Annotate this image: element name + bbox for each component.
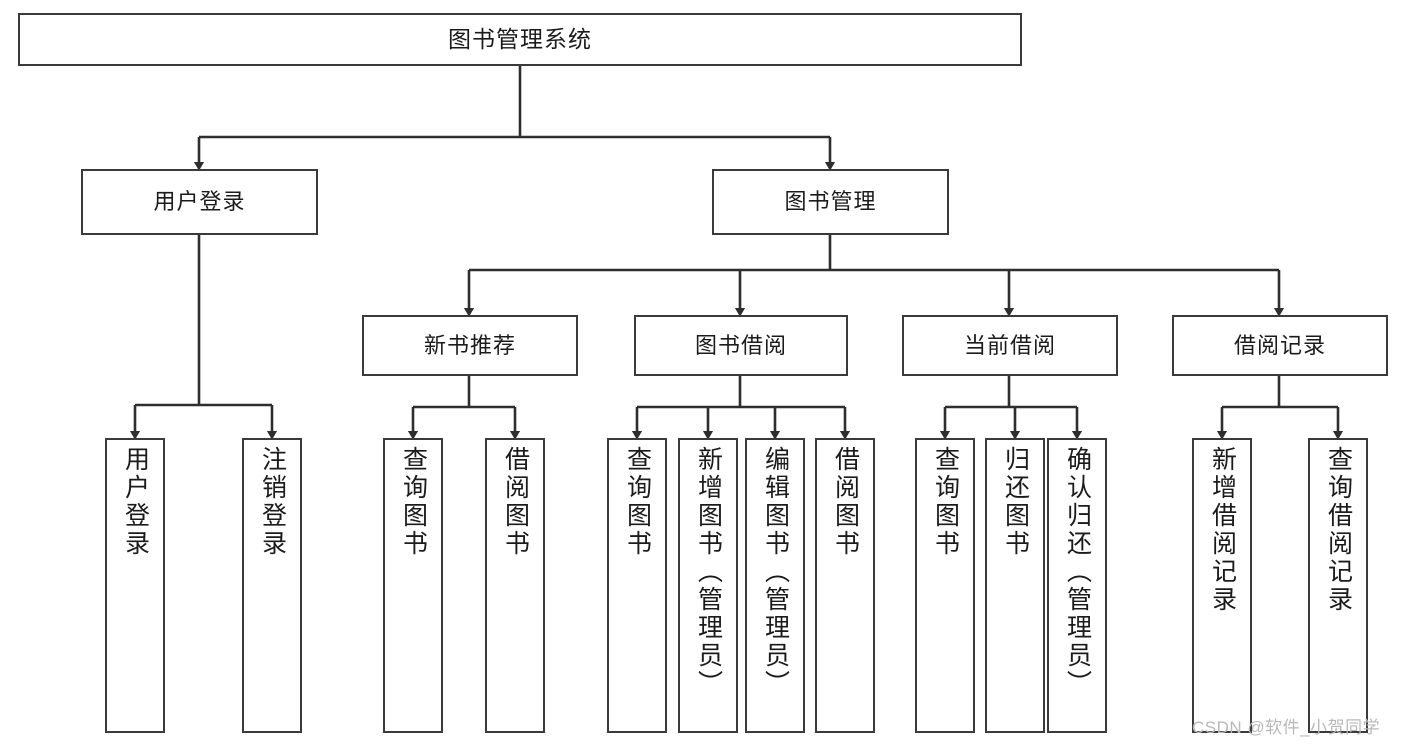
node-current-borrow-label: 当前借阅: [963, 332, 1056, 358]
node-book-management[interactable]: 图书管理: [712, 169, 949, 235]
edge-group-book-borrow: [631, 376, 851, 440]
node-new-book-recommend-label: 新书推荐: [423, 332, 516, 358]
edge-group-current-borrow: [939, 376, 1083, 440]
edge-group-root: [193, 66, 836, 171]
node-leaf-logout-label: 注销登录: [258, 446, 287, 558]
node-leaf-query-borrow-record-label: 查询借阅记录: [1324, 446, 1353, 614]
node-leaf-confirm-return-admin[interactable]: 确认归还（管理员）: [1047, 438, 1107, 733]
node-leaf-user-login[interactable]: 用户登录: [105, 438, 165, 733]
edge-group-borrow-record: [1216, 376, 1344, 440]
node-leaf-query-book-borrow-label: 查询图书: [623, 446, 652, 558]
node-book-borrow-label: 图书借阅: [694, 332, 787, 358]
node-leaf-add-borrow-record[interactable]: 新增借阅记录: [1192, 438, 1252, 733]
node-leaf-borrow-book-recommend[interactable]: 借阅图书: [485, 438, 545, 733]
node-user-login[interactable]: 用户登录: [81, 169, 318, 235]
node-leaf-confirm-return-admin-label: 确认归还（管理员）: [1063, 446, 1092, 698]
node-leaf-return-book-label: 归还图书: [1001, 446, 1030, 558]
node-current-borrow[interactable]: 当前借阅: [902, 315, 1118, 376]
node-leaf-query-book-recommend-label: 查询图书: [399, 446, 428, 558]
watermark: CSDN @软件_小贺同学: [1192, 718, 1381, 737]
node-leaf-edit-book-admin-label: 编辑图书（管理员）: [761, 446, 790, 698]
node-leaf-add-borrow-record-label: 新增借阅记录: [1208, 446, 1237, 614]
node-user-login-label: 用户登录: [153, 189, 246, 215]
node-borrow-record[interactable]: 借阅记录: [1172, 315, 1388, 376]
node-borrow-record-label: 借阅记录: [1233, 332, 1326, 358]
node-leaf-query-borrow-record[interactable]: 查询借阅记录: [1308, 438, 1368, 733]
node-leaf-borrow-book-recommend-label: 借阅图书: [501, 446, 530, 558]
edge-group-user-login: [129, 235, 278, 440]
node-leaf-query-book-current-label: 查询图书: [931, 446, 960, 558]
node-leaf-add-book-admin-label: 新增图书（管理员）: [694, 446, 723, 698]
edge-group-new-book: [407, 376, 521, 440]
node-root[interactable]: 图书管理系统: [18, 13, 1022, 66]
node-leaf-edit-book-admin[interactable]: 编辑图书（管理员）: [745, 438, 805, 733]
node-leaf-logout[interactable]: 注销登录: [242, 438, 302, 733]
node-leaf-return-book[interactable]: 归还图书: [985, 438, 1045, 733]
node-new-book-recommend[interactable]: 新书推荐: [362, 315, 578, 376]
edge-group-book-management: [463, 235, 1285, 317]
node-leaf-query-book-recommend[interactable]: 查询图书: [383, 438, 443, 733]
node-leaf-add-book-admin[interactable]: 新增图书（管理员）: [678, 438, 738, 733]
node-leaf-borrow-book[interactable]: 借阅图书: [815, 438, 875, 733]
node-root-label: 图书管理系统: [448, 25, 592, 52]
node-book-management-label: 图书管理: [784, 189, 877, 215]
node-leaf-user-login-label: 用户登录: [121, 446, 150, 558]
node-leaf-query-book-current[interactable]: 查询图书: [915, 438, 975, 733]
node-book-borrow[interactable]: 图书借阅: [634, 315, 848, 376]
node-leaf-query-book-borrow[interactable]: 查询图书: [607, 438, 667, 733]
node-leaf-borrow-book-label: 借阅图书: [831, 446, 860, 558]
